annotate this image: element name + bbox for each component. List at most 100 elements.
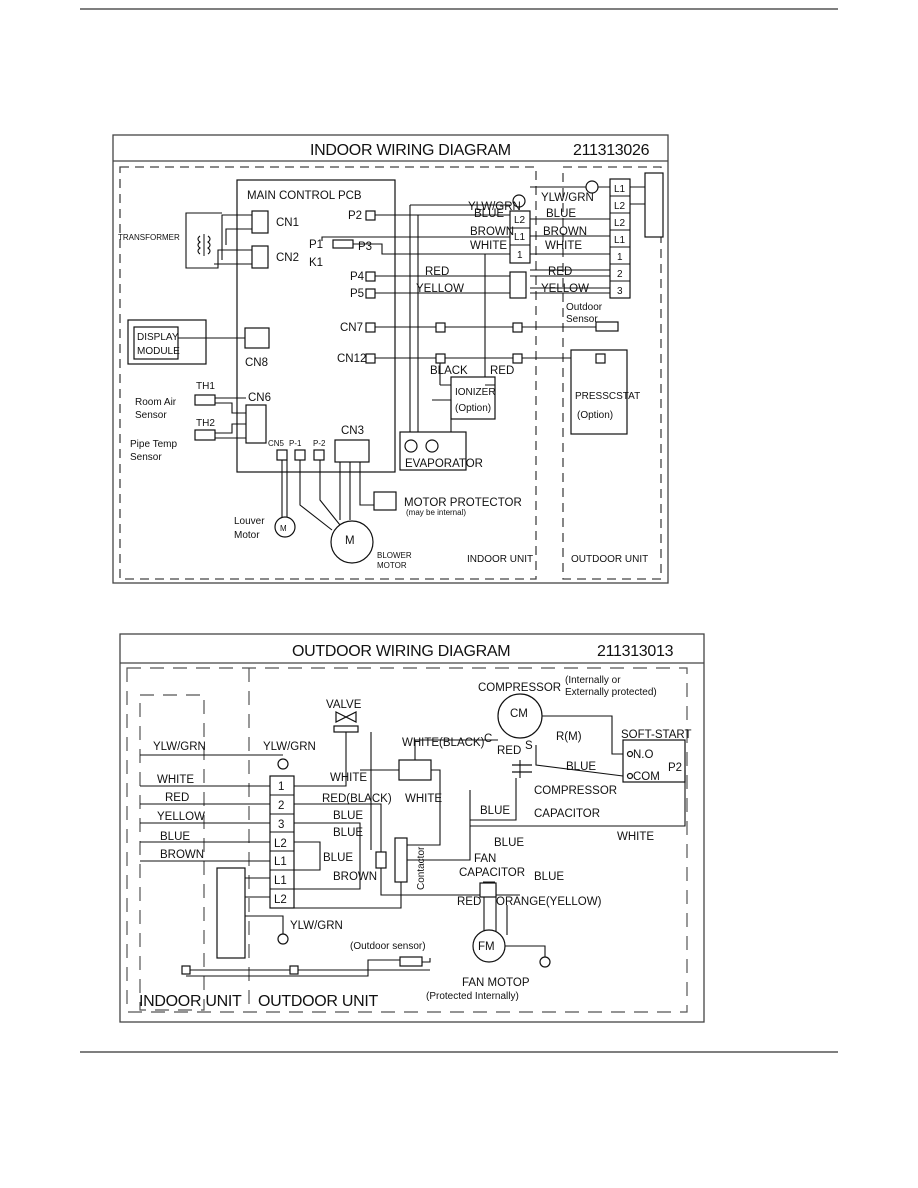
white-a: WHITE: [470, 240, 507, 252]
presscstat-box: [570, 349, 628, 435]
blue-f-label: BLUE: [494, 837, 524, 849]
comp-cap-label-1: COMPRESSOR: [534, 785, 617, 797]
soft-start-box: [622, 739, 686, 783]
term-right-5: 2: [617, 269, 623, 280]
motor-protector-label: MOTOR PROTECTOR: [404, 497, 522, 509]
brown-a: BROWN: [470, 226, 514, 238]
fan-capacitor-icon: [479, 882, 497, 898]
outdoor-outer-boundary: [126, 667, 688, 1013]
p2-label: P2: [348, 210, 362, 222]
term-right-0: L1: [614, 184, 626, 195]
blower-label-2: MOTOR: [377, 561, 407, 570]
cn6-label: CN6: [248, 392, 271, 404]
ylw-grn-b: YLW/GRN: [541, 192, 594, 204]
white-left: WHITE: [157, 774, 194, 786]
indoor-code: 211313026: [573, 142, 650, 159]
bottom-ground-icon: [277, 933, 289, 945]
cn8-label: CN8: [245, 357, 268, 369]
p1-label: P1: [309, 239, 323, 251]
white-c-label: WHITE: [405, 793, 442, 805]
outdoor-code: 211313013: [597, 643, 674, 660]
red-b: RED: [548, 266, 572, 278]
cn12-label: CN12: [337, 353, 366, 365]
p2-out-label: P2: [668, 762, 682, 774]
p3-label: P3: [358, 241, 372, 253]
softstart-label: SOFT-START: [621, 729, 692, 741]
outdoor-terminal-block: [609, 178, 631, 299]
yellow-b: YELLOW: [541, 283, 589, 295]
display-label-2: MODULE: [137, 346, 180, 357]
indoor-unit-bottom-label: INDOOR UNIT: [139, 993, 242, 1010]
blue-mid-2: BLUE: [333, 827, 363, 839]
red-black-label: RED(BLACK): [322, 793, 392, 805]
ylw-grn-left: YLW/GRN: [153, 741, 206, 753]
term-right-2: L2: [614, 218, 626, 229]
blue-mid-1: BLUE: [333, 810, 363, 822]
valve-icon: [335, 711, 357, 723]
relay-icon: [398, 759, 432, 781]
p5-label: P5: [350, 288, 364, 300]
out-term-5: L1: [274, 875, 287, 887]
indoor-unit-plug-icon: [216, 867, 246, 959]
presscstat-label-1: PRESSCSTAT: [575, 391, 640, 402]
blue-fc-label: BLUE: [534, 871, 564, 883]
ionizer-label-2: (Option): [455, 403, 491, 414]
louver-motor-icon: [274, 516, 296, 538]
fan-label-2: CAPACITOR: [459, 867, 525, 879]
ionizer-box: [450, 376, 496, 420]
cn2-label: CN2: [276, 252, 299, 264]
c-label: C: [484, 733, 492, 745]
ylw-grn-a: YLW/GRN: [468, 201, 521, 213]
terminal-ground-icon: [277, 758, 289, 770]
fan-ground-icon: [539, 956, 551, 968]
ylw-grn-top: YLW/GRN: [263, 741, 316, 753]
blue-s-label: BLUE: [480, 805, 510, 817]
louver-label-1: Louver: [234, 516, 265, 527]
black-label: BLACK: [430, 365, 468, 377]
presscstat-label-2: (Option): [577, 410, 613, 421]
p4-label: P4: [350, 271, 365, 283]
term-mid-2: 1: [517, 250, 523, 261]
term-mid-1: L1: [514, 232, 526, 243]
k1-label: K1: [309, 257, 323, 269]
outdoor-sensor-icon: [595, 321, 619, 332]
protect-note-1: (Internally or: [565, 675, 621, 686]
com-label: COM: [633, 771, 660, 783]
fan-protect-label: (Protected Internally): [426, 991, 519, 1002]
white-b: WHITE: [545, 240, 582, 252]
no-label: N.O: [633, 749, 654, 761]
louver-label-2: Motor: [234, 530, 260, 541]
outdoor-sensor-icon: [399, 956, 423, 967]
white-mid: WHITE: [330, 772, 367, 784]
indoor-unit-area: [139, 694, 205, 1011]
red-left: RED: [165, 792, 189, 804]
rm-label: R(M): [556, 731, 582, 743]
evaporator-ground-icon-1: [404, 439, 418, 453]
p-2-label: P-2: [313, 439, 326, 448]
orange-label: ORANGE(YELLOW): [496, 896, 602, 908]
display-label-1: DISPLAY: [137, 332, 179, 343]
pipe-temp-label-1: Pipe Temp: [130, 439, 178, 450]
contactor-label: Contactor: [416, 846, 427, 890]
pcb-label: MAIN CONTROL PCB: [247, 190, 362, 202]
protect-note-2: Externally protected): [565, 687, 657, 698]
outdoor-unit-bottom-label: OUTDOOR UNIT: [258, 993, 378, 1010]
th1-thermistor-icon: [194, 394, 216, 406]
out-term-1: 2: [278, 800, 284, 812]
evaporator-label: EVAPORATOR: [405, 458, 483, 470]
th1-label: TH1: [196, 381, 215, 392]
cn7-label: CN7: [340, 322, 363, 334]
term-right-4: 1: [617, 252, 623, 263]
valve-label: VALVE: [326, 699, 362, 711]
comp-cap-label-2: CAPACITOR: [534, 808, 600, 820]
red-a: RED: [425, 266, 449, 278]
plug-icon: [644, 172, 664, 238]
outdoor-sensor-label-1: Outdoor: [566, 302, 603, 313]
indoor-unit-label: INDOOR UNIT: [467, 554, 533, 565]
fan-label-1: FAN: [474, 853, 496, 865]
red-f-label: RED: [457, 896, 481, 908]
out-term-0: 1: [278, 781, 284, 793]
th2-label: TH2: [196, 418, 215, 429]
yellow-left: YELLOW: [157, 811, 205, 823]
